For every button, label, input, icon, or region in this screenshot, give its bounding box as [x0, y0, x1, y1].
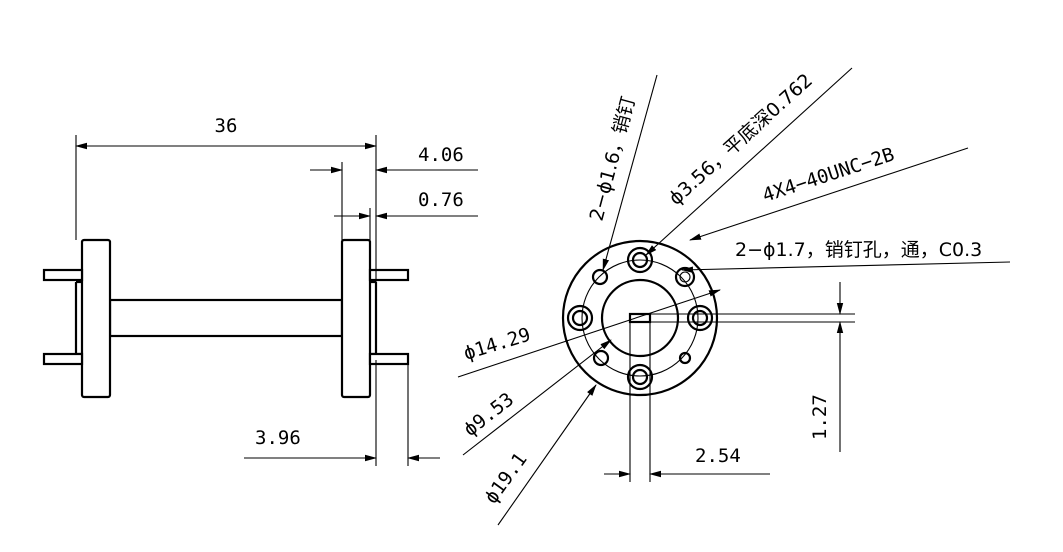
pin-hole-lower-left: [592, 349, 610, 367]
screw-hole-right: [686, 304, 714, 332]
dim-flange-thickness: 4.06: [418, 144, 464, 166]
right-pin-bottom: [368, 352, 410, 366]
callout-pin-holes: 2−ϕ1.6，销钉: [586, 94, 640, 223]
left-pin-top: [42, 268, 84, 282]
screw-hole-bottom: [626, 363, 654, 391]
dim-pin-protrusion: 3.96: [255, 427, 301, 449]
flange-outer-circle: [561, 239, 719, 397]
callout-pin-through-holes: 2−ϕ1.7，销钉孔，通，C0.3: [735, 239, 982, 261]
dim-overall-length: 36: [215, 115, 238, 137]
screw-hole-top: [626, 246, 654, 274]
pin-hole-upper-right: [674, 266, 696, 288]
left-pin-bottom: [42, 352, 84, 366]
side-view: 36 4.06 0.76 3.96: [42, 115, 478, 466]
waveguide-body: [108, 298, 344, 338]
callout-thread: 4X4−40UNC−2B: [760, 143, 897, 206]
dim-aperture-width: 2.54: [695, 445, 741, 467]
front-view: 2−ϕ1.6，销钉 ϕ3.56，平底深0.762 4X4−40UNC−2B 2−…: [457, 67, 1011, 526]
flange-inner-circle: [600, 278, 680, 358]
left-flange: [80, 238, 112, 399]
dim-diameter-14-29: ϕ14.29: [461, 324, 533, 365]
dim-diameter-9-53: ϕ9.53: [460, 388, 519, 441]
right-pin-top: [368, 268, 410, 282]
pin-hole-lower-right: [678, 351, 692, 365]
dim-diameter-19-1: ϕ19.1: [480, 449, 531, 508]
pin-hole-upper-left: [591, 268, 609, 286]
dim-pin-offset: 0.76: [418, 189, 464, 211]
screw-hole-left: [566, 304, 594, 332]
waveguide-aperture: [628, 312, 652, 324]
right-flange: [340, 238, 372, 399]
dim-aperture-height: 1.27: [809, 394, 831, 440]
